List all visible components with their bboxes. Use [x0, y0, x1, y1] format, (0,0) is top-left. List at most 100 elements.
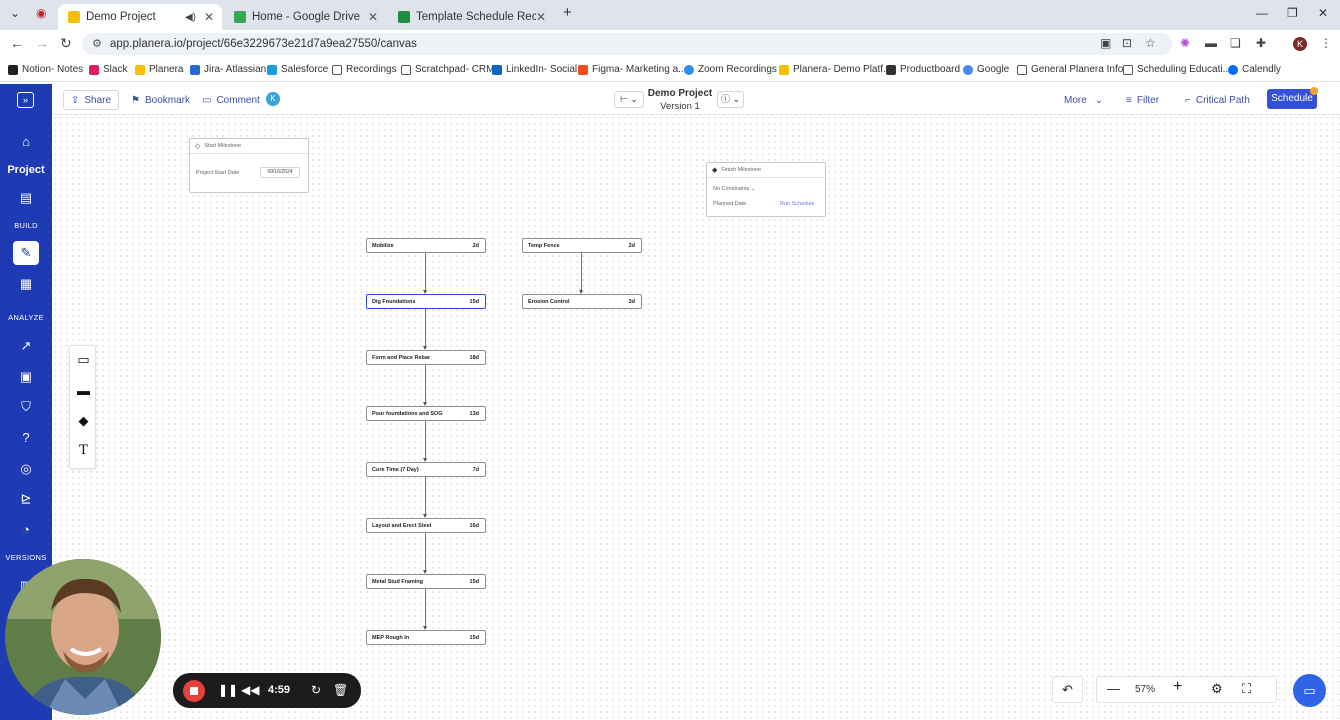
task-card[interactable]: Cure Time (7 Day)7d	[366, 462, 486, 477]
reload-icon[interactable]: ↻	[60, 35, 72, 51]
start-milestone-card[interactable]: ◇Start Milestone Project Start Date 09/1…	[189, 138, 309, 193]
url-field[interactable]: ⚙ app.planera.io/project/66e3229673e21d7…	[82, 33, 1172, 55]
extension3-icon[interactable]: ❏	[1230, 36, 1241, 50]
tab-google-drive[interactable]: Home - Google Drive ✕	[224, 4, 386, 30]
layout-toggle-button[interactable]: ⊢ ⌄	[614, 91, 644, 108]
bookmark-item[interactable]: Zoom Recordings	[684, 64, 777, 75]
bookmark-item[interactable]: Scratchpad- CRM	[401, 64, 494, 75]
expand-sidebar-button[interactable]: »	[17, 92, 34, 108]
bookmark-item[interactable]: Scheduling Educati...	[1123, 64, 1231, 75]
info-button[interactable]: ⓘ ⌄	[717, 91, 744, 108]
new-tab-icon[interactable]: +	[563, 4, 572, 21]
menu-kebab-icon[interactable]: ⋮	[1320, 36, 1332, 50]
run-schedule-link[interactable]: Run Schedule	[780, 201, 815, 207]
rewind-icon[interactable]: ◀◀	[241, 683, 260, 697]
bookmark-item[interactable]: Salesforce	[267, 64, 328, 75]
tab-list-icon[interactable]: ⌄	[10, 6, 21, 20]
chat-support-button[interactable]: ▭	[1293, 674, 1326, 707]
critical-path-button[interactable]: ⌐Critical Path	[1185, 94, 1250, 106]
restore-icon[interactable]: ❐	[1287, 6, 1298, 20]
undo-button[interactable]: ↶	[1052, 676, 1083, 703]
site-settings-icon[interactable]: ⚙	[92, 38, 102, 50]
trash-icon[interactable]: 🗑	[333, 683, 349, 697]
zoom-in-icon[interactable]: +	[1173, 678, 1183, 695]
tab-demo-project[interactable]: Demo Project ◀) ✕	[58, 4, 222, 30]
bookmark-button[interactable]: ⚑Bookmark	[131, 94, 190, 106]
start-date-field[interactable]: 09/16/2024	[260, 167, 300, 178]
bookmark-item[interactable]: LinkedIn- Social	[492, 64, 577, 75]
more-button[interactable]: More⌄	[1064, 94, 1104, 106]
text-tool-icon[interactable]: T	[79, 443, 88, 458]
group-tool-icon[interactable]: ▬	[77, 383, 90, 398]
bookmark-item[interactable]: Slack	[89, 64, 127, 75]
constraint-select[interactable]: No Constraints ⌄	[713, 186, 756, 192]
folder-icon	[1017, 64, 1027, 75]
bookmark-item[interactable]: Planera- Demo Platf...	[779, 64, 891, 75]
version-label[interactable]: Version 1	[660, 101, 700, 112]
pause-icon[interactable]: ❚❚	[218, 683, 239, 697]
bookmark-item[interactable]: Jira- Atlassian	[190, 64, 266, 75]
bookmark-item[interactable]: Figma- Marketing a...	[578, 64, 686, 75]
help-circle-icon[interactable]: ?	[22, 430, 30, 445]
schedule-canvas[interactable]	[52, 115, 1340, 720]
shield-icon[interactable]: ⛉	[21, 399, 31, 414]
bookmark-item[interactable]: Notion- Notes	[8, 64, 83, 75]
home-icon[interactable]: ⌂	[22, 134, 30, 149]
notion-icon	[8, 64, 18, 75]
bookmark-item[interactable]: Recordings	[332, 64, 397, 75]
close-tab-icon[interactable]: ✕	[367, 10, 378, 24]
bookmark-item[interactable]: Productboard	[886, 64, 960, 75]
slack-icon	[89, 64, 99, 75]
zoom-out-icon[interactable]: —	[1107, 681, 1120, 696]
sheets-favicon-icon	[398, 11, 410, 23]
profile-avatar[interactable]: K	[1293, 37, 1307, 51]
minimize-icon[interactable]: —	[1256, 6, 1268, 20]
bookmark-item[interactable]: General Planera Info	[1017, 64, 1123, 75]
task-tool-icon[interactable]: ▭	[77, 352, 90, 367]
comment-button[interactable]: ▭Comment	[202, 94, 260, 106]
finish-milestone-card[interactable]: ◆Finish Milestone No Constraints ⌄ Plann…	[706, 162, 826, 217]
settings-gear-icon[interactable]: ⚙	[1211, 681, 1223, 696]
close-tab-icon[interactable]: ✕	[203, 10, 214, 24]
close-tab-icon[interactable]: ✕	[535, 10, 546, 24]
table-icon[interactable]: ▤	[19, 190, 33, 205]
install-app-icon[interactable]: ⊡	[1122, 36, 1133, 50]
restart-icon[interactable]: ↻	[311, 683, 322, 697]
schedule-button[interactable]: Schedule	[1267, 89, 1317, 109]
extension-icon[interactable]: ✺	[1180, 36, 1191, 50]
extensions-puzzle-icon[interactable]: ✚	[1256, 36, 1267, 50]
layout-icon[interactable]: ▦	[19, 276, 33, 291]
report-icon[interactable]: ⊵	[20, 491, 32, 506]
forward-icon[interactable]: →	[35, 35, 49, 51]
milestone-tool-icon[interactable]: ◆	[78, 413, 89, 428]
star-icon[interactable]: ☆	[1145, 36, 1156, 50]
user-avatar[interactable]: K	[266, 92, 280, 106]
globe-icon[interactable]: ◎	[20, 461, 32, 476]
chart-icon[interactable]: ↗	[20, 338, 32, 353]
speaker-icon[interactable]: ◀)	[184, 11, 196, 23]
tab-template-schedule[interactable]: Template Schedule Recipes - Go ✕	[388, 4, 554, 30]
filter-button[interactable]: ≡Filter	[1126, 94, 1160, 106]
share-button[interactable]: ⇪Share	[63, 90, 120, 110]
close-window-icon[interactable]: ✕	[1318, 6, 1329, 20]
history-icon[interactable]: ◔	[22, 522, 30, 537]
bookmark-item[interactable]: Planera	[135, 64, 183, 75]
back-icon[interactable]: ←	[10, 35, 24, 51]
stop-recording-button[interactable]	[183, 680, 205, 702]
clipboard-icon[interactable]: ▣	[1100, 36, 1112, 50]
extension2-icon[interactable]: ▬	[1205, 36, 1217, 50]
calendar-icon[interactable]: ▣	[19, 369, 33, 384]
bookmark-item[interactable]: Google	[963, 64, 1009, 75]
fit-screen-icon[interactable]: ⛶	[1242, 681, 1252, 696]
bookmark-item[interactable]: Calendly	[1228, 64, 1281, 75]
canvas-edit-icon[interactable]: ✎	[13, 241, 39, 265]
